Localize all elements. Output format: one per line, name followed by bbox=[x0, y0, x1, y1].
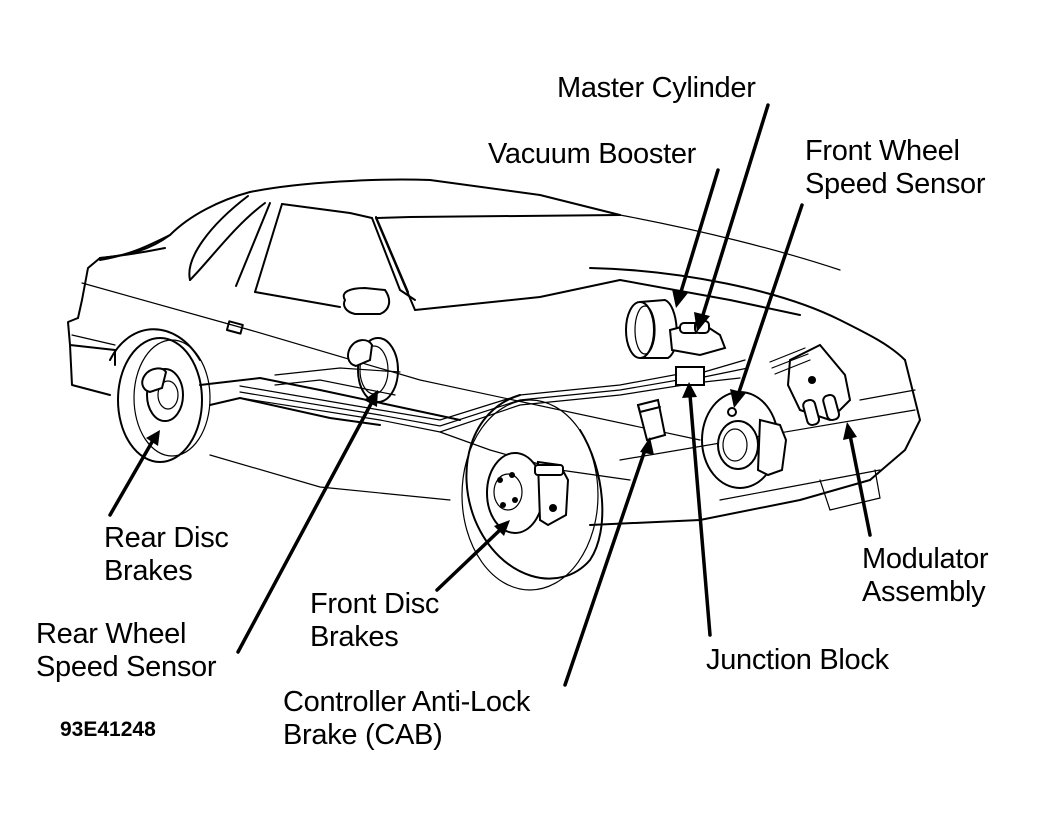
label-line: Front Wheel bbox=[805, 135, 960, 167]
label-controller-anti-lock-brake: Controller Anti-Lock Brake (CAB) bbox=[283, 686, 530, 752]
label-line: Controller Anti-Lock bbox=[283, 686, 531, 718]
junction-block bbox=[675, 359, 749, 386]
label-line: Rear Disc bbox=[104, 522, 229, 554]
modulator-assembly bbox=[769, 343, 852, 426]
label-line: Speed Sensor bbox=[36, 651, 217, 683]
label-line: Speed Sensor bbox=[805, 168, 986, 200]
label-line: Rear Wheel bbox=[36, 618, 187, 650]
vacuum-booster-master-cylinder bbox=[625, 299, 727, 359]
label-rear-wheel-speed-sensor: Rear Wheel Speed Sensor bbox=[36, 618, 217, 684]
label-line: Front Disc bbox=[310, 588, 440, 620]
figure-id: 93E41248 bbox=[60, 718, 156, 741]
label-line: Modulator bbox=[862, 543, 989, 575]
label-line: Brakes bbox=[104, 555, 193, 587]
label-master-cylinder: Master Cylinder bbox=[557, 72, 756, 105]
cab-controller bbox=[636, 398, 667, 442]
far-front-wheel bbox=[701, 391, 788, 489]
label-vacuum-booster: Vacuum Booster bbox=[488, 138, 696, 171]
label-rear-disc-brakes: Rear Disc Brakes bbox=[104, 522, 229, 588]
label-junction-block: Junction Block bbox=[706, 644, 889, 677]
front-wheel bbox=[461, 394, 604, 591]
label-line: Vacuum Booster bbox=[488, 138, 697, 170]
label-line: Assembly bbox=[862, 576, 986, 608]
leader-lines bbox=[108, 103, 872, 687]
label-front-wheel-speed-sensor: Front Wheel Speed Sensor bbox=[805, 135, 986, 201]
label-front-disc-brakes: Front Disc Brakes bbox=[310, 588, 439, 654]
label-modulator-assembly: Modulator Assembly bbox=[862, 543, 989, 609]
label-line: Master Cylinder bbox=[557, 72, 756, 104]
label-line: Junction Block bbox=[706, 644, 889, 676]
label-line: Brake (CAB) bbox=[283, 719, 443, 751]
rear-wheel bbox=[109, 328, 211, 463]
label-line: Brakes bbox=[310, 621, 399, 653]
